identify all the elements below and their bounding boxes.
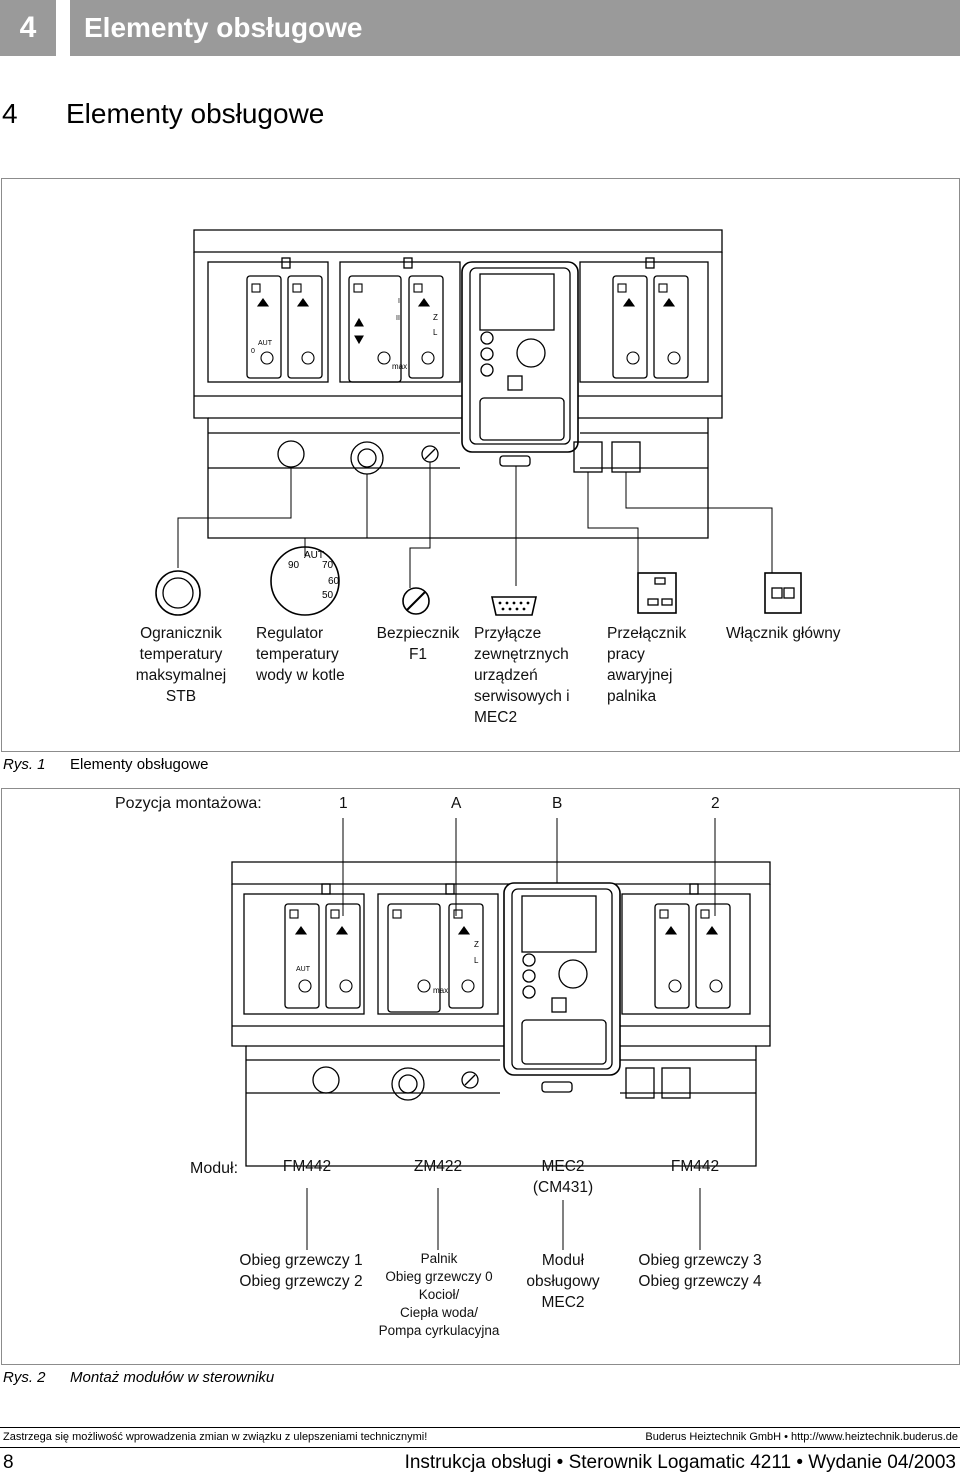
figure-1-caption-text: Elementy obsługowe [70,756,209,773]
footer-company: Buderus Heiztechnik GmbH • http://www.he… [645,1431,958,1443]
label-emergency-switch: Przełącznik pracy awaryjnej palnika [607,625,687,705]
panel2-l-label: L [474,956,479,965]
label-fuse: Bezpiecznik F1 [376,625,460,663]
dial-mark-50: 50 [322,590,334,601]
dial-mark-aut: AUT [304,550,324,561]
figure-2-controller-drawing [231,818,771,1250]
function-heating-circuits-3-4: Obieg grzewczy 3 Obieg grzewczy 4 [638,1252,762,1290]
document-title: Instrukcja obsługi • Sterownik Logamatic… [404,1452,956,1473]
position-2: 2 [711,795,720,812]
module-mec2: MEC2 (CM431) [532,1158,594,1196]
position-1: 1 [339,795,348,812]
dial-mark-90: 90 [288,560,300,571]
position-a: A [451,795,462,812]
chapter-number-tab: 4 [0,0,56,56]
section-number: 4 [2,98,18,129]
panel-one-label: I [398,298,400,305]
dial-mark-70: 70 [322,560,334,571]
module-fm442-2: FM442 [670,1158,720,1175]
label-main-switch: Włącznik główny [726,625,841,642]
figure-1-caption-number: Rys. 1 [3,756,46,773]
function-burner-boiler: Palnik Obieg grzewczy 0 Kocioł/ Ciepła w… [378,1251,500,1338]
panel-zero-label: 0 [251,348,255,355]
footer-bottom-rule [0,1447,960,1448]
panel-l-label: L [433,328,438,337]
function-operating-module: Moduł obsługowy MEC2 [526,1252,600,1311]
label-service-port: Przyłącze zewnętrznych urządzeń serwisow… [474,625,570,726]
label-regulator: Regulator temperatury wody w kotle [256,625,345,684]
panel2-z-label: Z [474,940,479,949]
label-stb: Ogranicznik temperatury maksymalnej STB [135,625,227,705]
panel-aut-label: AUT [258,340,272,347]
module-zm422: ZM422 [413,1158,463,1175]
function-heating-circuits-1-2: Obieg grzewczy 1 Obieg grzewczy 2 [239,1252,363,1290]
figure-2-caption-number: Rys. 2 [3,1369,46,1386]
page-number: 8 [3,1452,14,1473]
panel2-aut-label: AUT [296,966,310,973]
footer-top-rule [0,1427,960,1428]
panel-max-label: max [392,362,408,371]
mounting-position-label: Pozycja montażowa: [115,795,262,812]
module-label: Moduł: [190,1160,239,1177]
dial-mark-60: 60 [328,576,340,587]
module-fm442-1: FM442 [282,1158,332,1175]
section-title: Elementy obsługowe [66,98,325,129]
panel-two-label: II [396,315,400,322]
panel2-max-label: max [433,986,449,995]
figure-2-caption-text: Montaż modułów w sterowniku [70,1369,275,1386]
position-b: B [552,795,563,812]
footer-disclaimer: Zastrzega się możliwość wprowadzenia zmi… [3,1431,428,1443]
chapter-title-bar: Elementy obsługowe [70,0,960,56]
figure-1-controller-drawing [155,229,802,616]
panel-z-label: Z [433,313,438,322]
